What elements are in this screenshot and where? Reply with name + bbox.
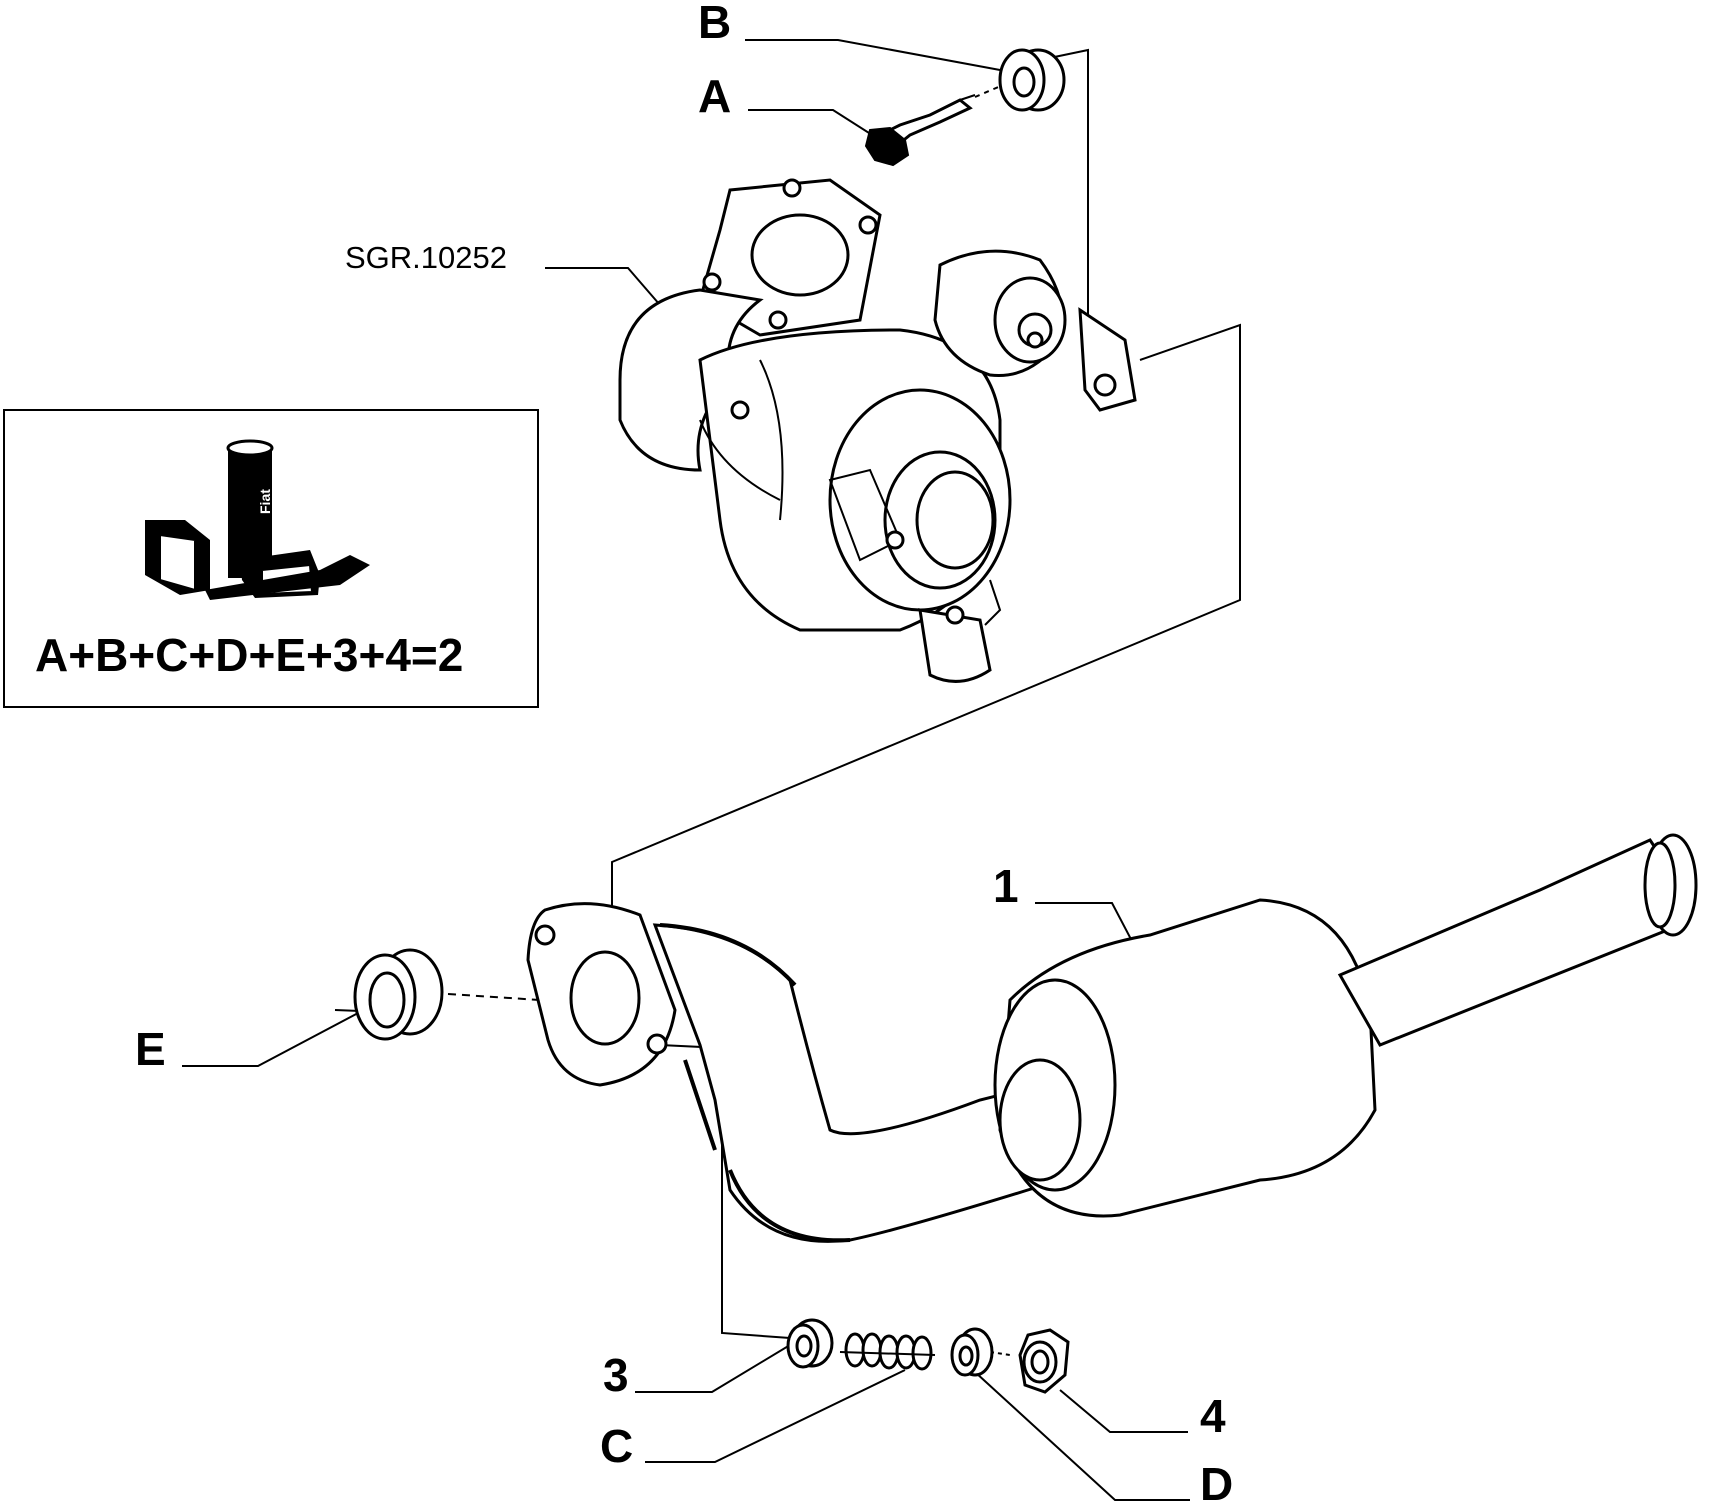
guide-line-e: [447, 993, 541, 1001]
leader-lines: [182, 39, 1190, 1501]
leader-line-c: [645, 1369, 906, 1463]
part-d-washer: [950, 1327, 994, 1377]
callout-label-d: D: [1200, 1458, 1233, 1505]
leader-line-4: [1059, 1389, 1188, 1433]
part-a-stud-bolt: [864, 94, 976, 167]
callout-label-b: B: [698, 0, 731, 48]
callout-label-4: 4: [1200, 1390, 1226, 1442]
leader-line-b: [745, 39, 1001, 71]
fiat-kit-boxes-icon: Fiat: [145, 439, 370, 600]
guide-line-bolt: [659, 1044, 791, 1339]
kit-info-box: Fiat A+B+C+D+E+3+4=2: [3, 409, 539, 708]
leader-line-ref: [545, 267, 661, 306]
kit-icon-brand-text: Fiat: [257, 489, 273, 514]
kit-formula-text: A+B+C+D+E+3+4=2: [35, 629, 463, 681]
turbocharger-illustration: [618, 178, 1137, 683]
tail-pipe: [1337, 838, 1692, 1047]
callout-label-1: 1: [993, 860, 1019, 912]
callout-label-a: A: [698, 70, 731, 122]
reference-code-label: SGR.10252: [345, 240, 507, 275]
part-4-nut: [1018, 1328, 1070, 1394]
leader-line-d: [974, 1371, 1190, 1501]
leader-line-e: [182, 1011, 361, 1067]
part-b-grommet: [998, 48, 1066, 112]
callout-label-c: C: [600, 1420, 633, 1472]
callout-label-3: 3: [603, 1349, 629, 1401]
part-1-catalytic-downpipe: [526, 833, 1698, 1243]
leader-line-3: [635, 1344, 791, 1393]
callout-label-e: E: [135, 1023, 166, 1075]
part-3-washer: [786, 1318, 834, 1369]
leader-line-a: [748, 109, 881, 141]
part-c-spring: [839, 1332, 936, 1371]
part-e-gasket-ring: [353, 948, 444, 1041]
